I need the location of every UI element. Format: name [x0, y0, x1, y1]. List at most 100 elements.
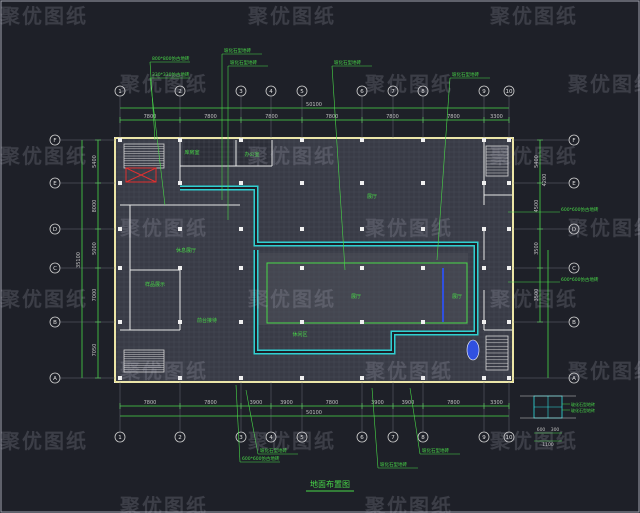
dim-label: 300 — [551, 427, 560, 433]
dim-label: 3300 — [490, 400, 503, 406]
structural-column — [360, 266, 364, 270]
annotation: 600*600仿古地砖 — [561, 206, 599, 213]
dim-label: 7800 — [386, 114, 399, 120]
structural-column — [118, 376, 122, 380]
feature-band-core — [180, 187, 477, 353]
axis-label: 4 — [269, 89, 273, 95]
room-label: 样品展示 — [145, 281, 165, 288]
dim-label: 7050 — [92, 344, 98, 357]
elevator-cross — [125, 167, 157, 183]
axis-label: A — [572, 376, 576, 382]
room-label: 休闲区 — [292, 331, 307, 338]
structural-column — [421, 138, 425, 142]
structural-column — [421, 266, 425, 270]
dim-label: 5400 — [92, 155, 98, 168]
room-label: 休息展厅 — [176, 247, 196, 254]
tile-grid-layer — [115, 138, 513, 382]
axis-label: 5 — [300, 435, 304, 441]
structural-column — [421, 376, 425, 380]
axis-label: 5 — [300, 89, 304, 95]
dim-label: 7800 — [447, 114, 460, 120]
axis-label: 6 — [360, 89, 364, 95]
axis-label: 2 — [178, 435, 182, 441]
structural-column — [239, 266, 243, 270]
overall-dim-label: 35100 — [76, 252, 82, 268]
drawing-title-text: 地面布置图 — [310, 479, 350, 489]
structural-column — [239, 181, 243, 185]
structural-column — [178, 266, 182, 270]
annotation: 800*800仿古地砖 — [152, 55, 190, 62]
room-label: 前台接待 — [197, 317, 217, 324]
axis-label: C — [572, 266, 576, 272]
dim-label: 5000 — [92, 242, 98, 255]
dim-label: 3900 — [250, 400, 263, 406]
axis-label: 3 — [239, 89, 243, 95]
annotation: 600*600仿古地砖 — [561, 276, 599, 283]
axis-label: 1 — [118, 89, 122, 95]
column-layer — [118, 138, 511, 380]
axis-label: 3 — [239, 435, 243, 441]
annotation: 玻化石型地砖 — [571, 407, 595, 413]
structural-column — [482, 320, 486, 324]
structural-column — [482, 181, 486, 185]
annotation: 玻化石型地砖 — [571, 401, 595, 407]
stair-layer — [123, 143, 509, 373]
structural-column — [507, 320, 511, 324]
structural-column — [507, 266, 511, 270]
structural-column — [507, 227, 511, 231]
axis-label: D — [572, 227, 576, 233]
dim-label: 3900 — [371, 400, 384, 406]
axis-label: 7 — [391, 89, 395, 95]
dim-label: 7800 — [144, 114, 157, 120]
axis-label: 10 — [506, 435, 513, 441]
structural-column — [118, 181, 122, 185]
structural-column — [239, 138, 243, 142]
leader-line — [149, 77, 166, 206]
leader-line — [245, 389, 259, 455]
structural-column — [178, 138, 182, 142]
axis-label: 4 — [269, 435, 273, 441]
elevator — [125, 167, 157, 183]
dim-label: 3300 — [490, 114, 503, 120]
axis-label: 1 — [118, 435, 122, 441]
structural-column — [300, 320, 304, 324]
structural-column — [482, 376, 486, 380]
structural-column — [239, 320, 243, 324]
fountain-feature — [466, 339, 480, 361]
structural-column — [178, 376, 182, 380]
dim-label: 7800 — [447, 400, 460, 406]
annotation: 330*330仿古地砖 — [152, 71, 190, 78]
structural-column — [507, 138, 511, 142]
annotation: 玻化石型地砖 — [230, 59, 257, 66]
axis-label: E — [572, 181, 576, 187]
wall-layer — [114, 137, 514, 383]
structural-column — [507, 181, 511, 185]
structural-column — [360, 320, 364, 324]
structural-column — [482, 227, 486, 231]
room-label: 办公室 — [244, 151, 259, 158]
annotation: 600*600仿古地砖 — [242, 455, 280, 462]
dim-label: 1100 — [542, 442, 554, 448]
storage-room — [238, 140, 272, 166]
axis-label: 7 — [391, 435, 395, 441]
annotation: 玻化石型地砖 — [224, 47, 251, 54]
axis-label: 8 — [421, 435, 425, 441]
axis-label: 8 — [421, 89, 425, 95]
dim-label: 7800 — [204, 400, 217, 406]
structural-column — [118, 266, 122, 270]
axis-label: B — [53, 320, 57, 326]
structural-column — [421, 227, 425, 231]
room-label-layer: 库房室办公室展厅休息展厅展厅样品展示前台接待休闲区展厅 — [145, 149, 462, 338]
dim-label: 7800 — [144, 400, 157, 406]
structural-column — [360, 376, 364, 380]
leader-line — [371, 387, 379, 469]
axis-label: F — [572, 138, 575, 144]
dim-label: 8000 — [92, 200, 98, 213]
annotation: 玻化石型地砖 — [380, 461, 407, 468]
structural-column — [178, 181, 182, 185]
dim-label: 7800 — [326, 114, 339, 120]
dim-label: 600 — [537, 427, 546, 433]
